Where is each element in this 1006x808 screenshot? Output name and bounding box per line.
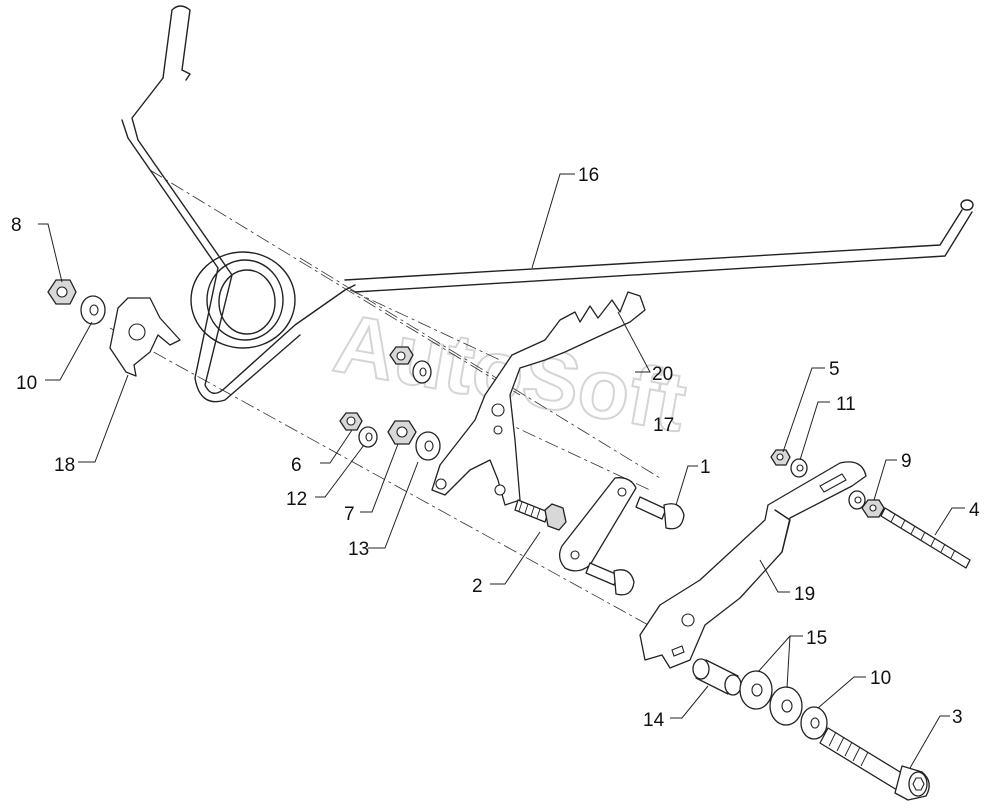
callout-8: 8: [11, 215, 22, 236]
callout-20: 20: [652, 364, 673, 385]
callout-18: 18: [54, 455, 75, 476]
callout-5: 5: [829, 359, 840, 380]
callout-10-left: 10: [16, 373, 37, 394]
washer-right: [848, 490, 866, 510]
washer-13: [415, 431, 441, 461]
callout-12: 12: [286, 489, 307, 510]
washer-11: [790, 458, 808, 478]
callout-2: 2: [472, 576, 483, 597]
callout-15: 15: [806, 628, 827, 649]
main-lever-arm: [639, 461, 867, 669]
spacer-14: [692, 658, 742, 696]
callout-13: 13: [348, 539, 369, 560]
callout-17: 17: [653, 415, 674, 436]
nut-6: [339, 412, 363, 431]
callout-3: 3: [952, 707, 963, 728]
washer-15-b: [769, 686, 803, 726]
threaded-rod-4: [880, 507, 971, 569]
callout-7: 7: [344, 504, 355, 525]
socket-bolt-3: [819, 727, 930, 801]
callout-19: 19: [794, 584, 815, 605]
ratchet-plate: [431, 291, 646, 506]
washer-10-right: [800, 706, 828, 740]
callout-6: 6: [291, 455, 302, 476]
nut-upper: [389, 346, 414, 365]
link-plate: [558, 477, 637, 572]
callout-16: 16: [578, 165, 599, 186]
callout-1: 1: [700, 457, 711, 478]
callout-14: 14: [643, 710, 665, 731]
nut-5: [770, 449, 791, 466]
washer-12: [358, 426, 378, 448]
nut-7: [387, 420, 417, 445]
washer-15-a: [739, 670, 773, 710]
callout-labels: 8 10 18 16 20 17 1 6 12 7 13 2 5 11 9 4 …: [11, 165, 980, 731]
callout-9: 9: [901, 451, 912, 472]
nut-8: [47, 279, 77, 305]
callout-11: 11: [836, 394, 856, 415]
nut-9: [861, 499, 885, 518]
washer-upper: [412, 360, 432, 384]
carriage-bolt-1-upper: [635, 496, 685, 530]
washer-10-left: [80, 295, 106, 325]
callout-10-right: 10: [870, 668, 891, 689]
leader-lines: [38, 173, 965, 769]
callout-4: 4: [969, 500, 980, 521]
carriage-bolt-1-lower: [585, 562, 635, 596]
hex-bolt-2: [514, 499, 567, 531]
pivot-bracket: [109, 297, 181, 377]
spring-wire-lever: [121, 5, 974, 403]
